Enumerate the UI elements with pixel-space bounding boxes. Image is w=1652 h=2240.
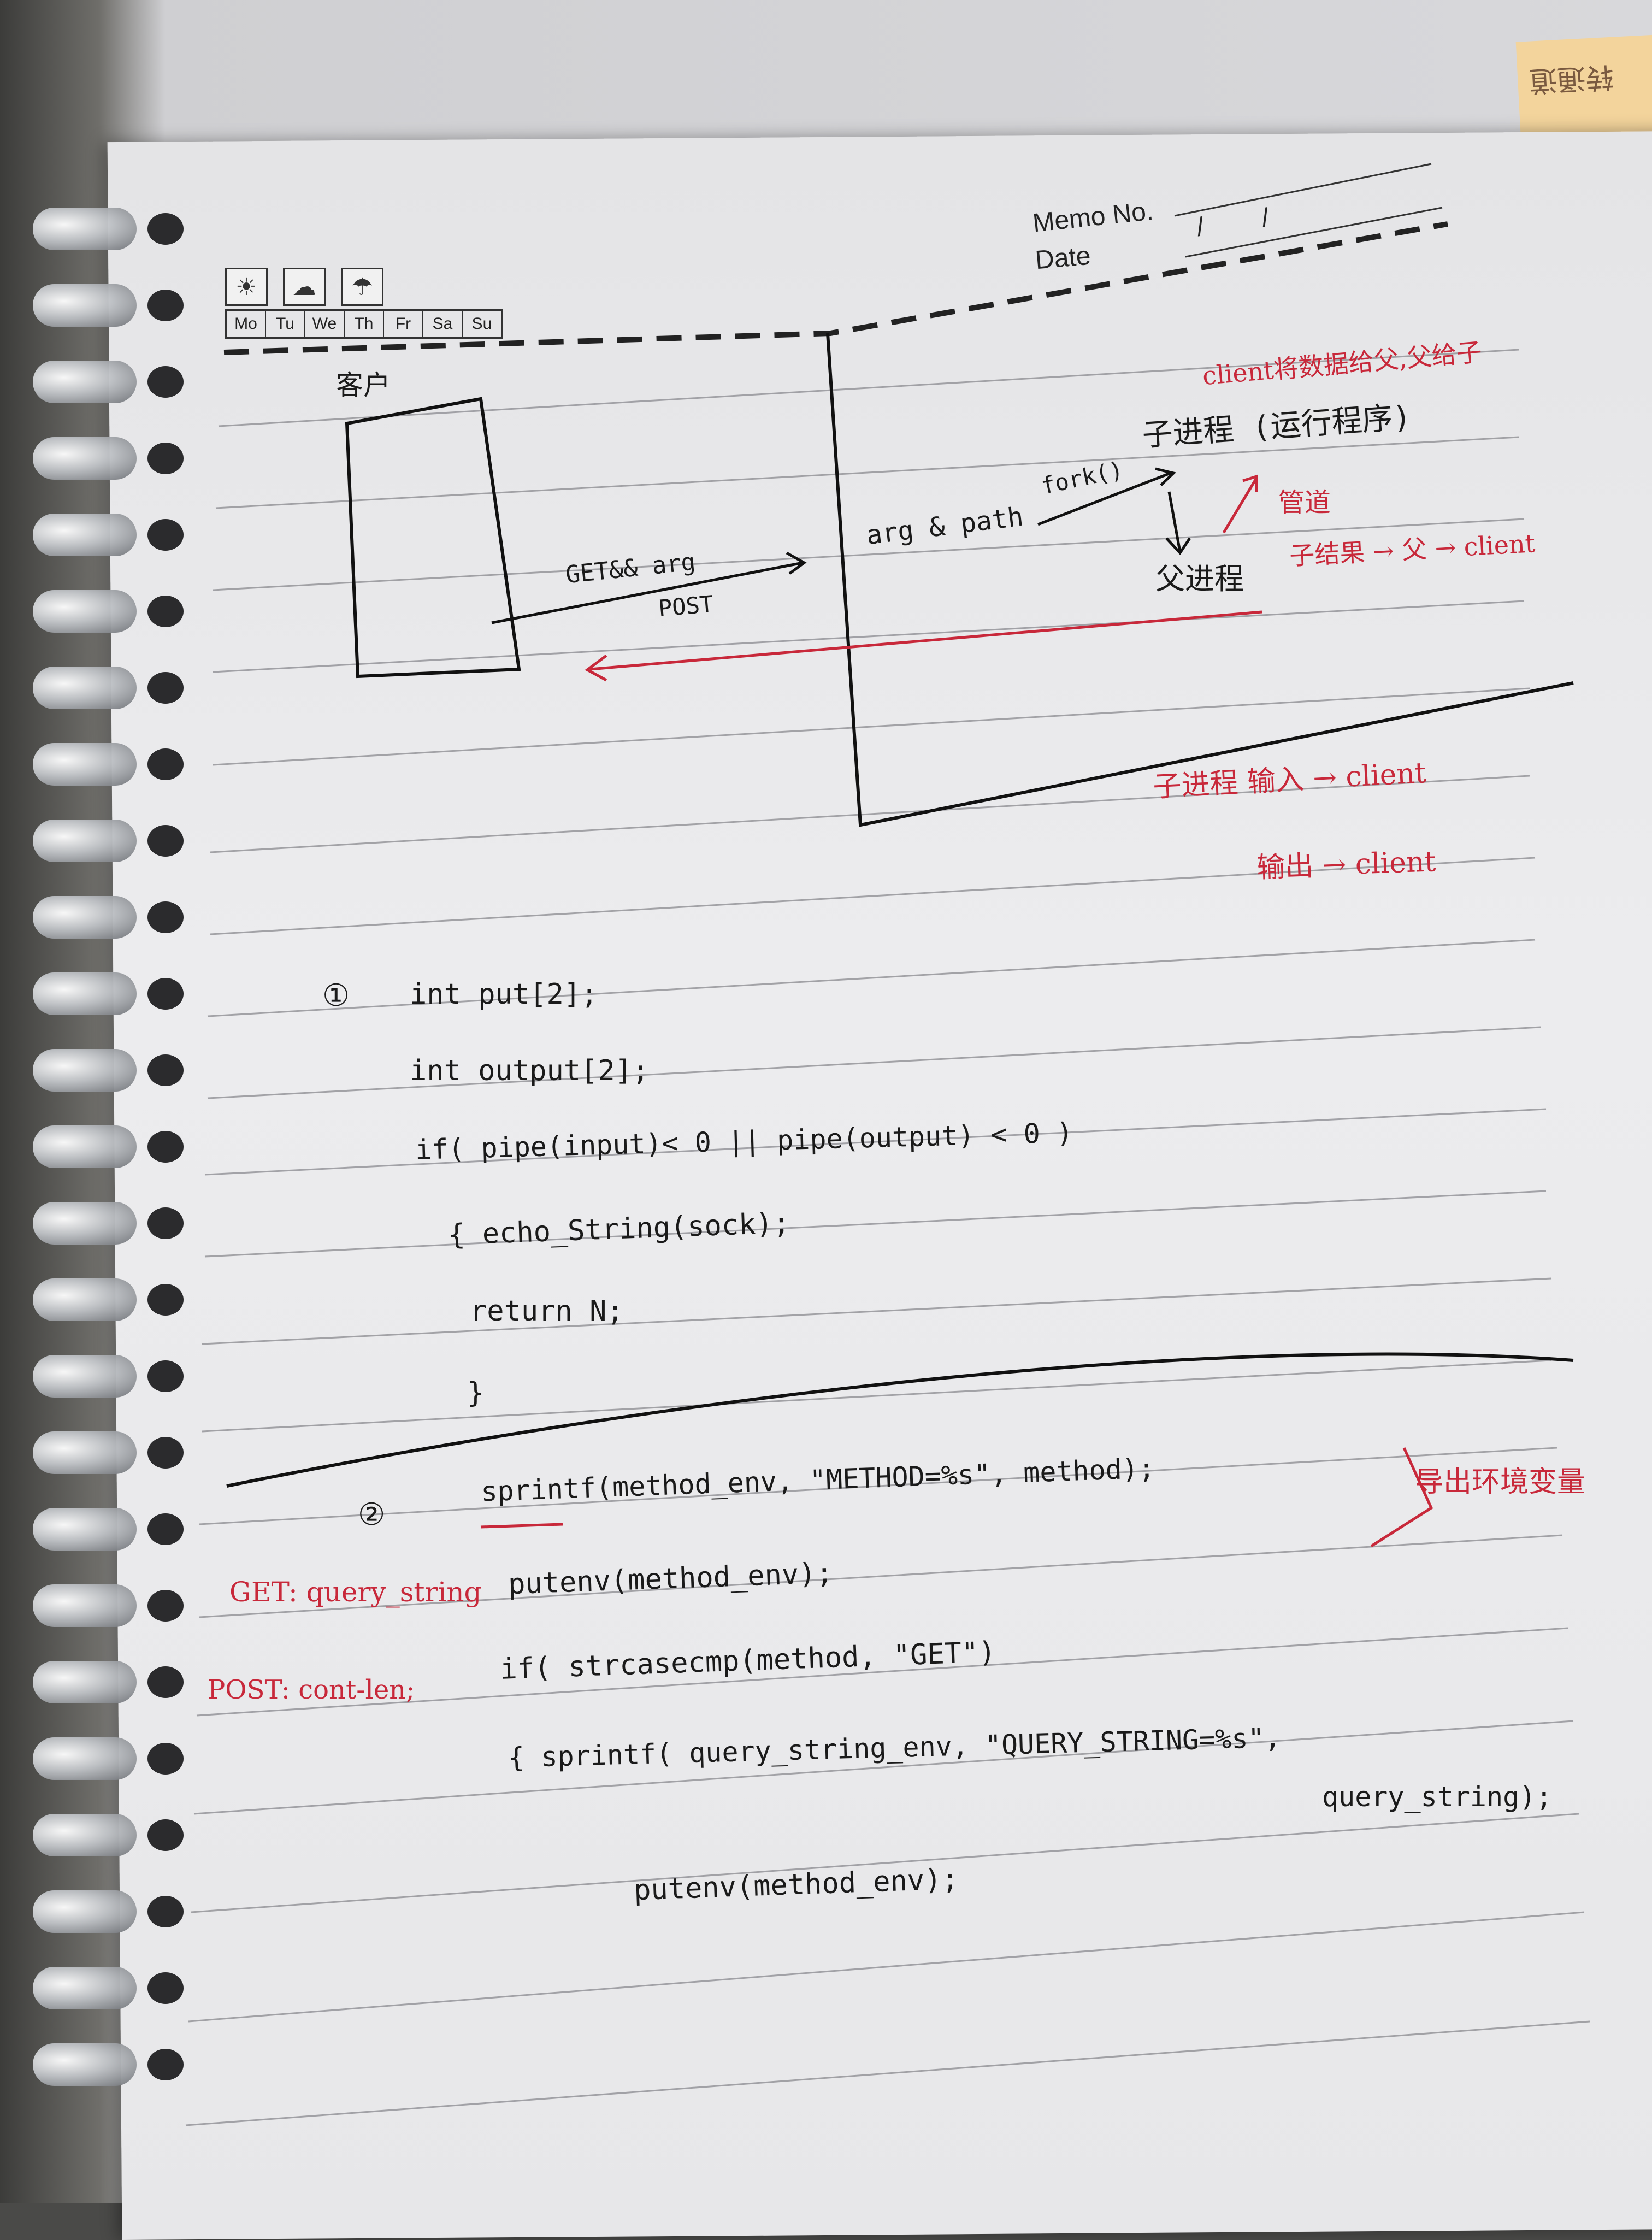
weekday-sa: Sa (423, 311, 463, 337)
section-2-number: ② (358, 1497, 386, 1532)
weekday-we: We (305, 311, 345, 337)
red-post-note: POST: cont-len; (208, 1675, 415, 1705)
weekday-tu: Tu (266, 311, 305, 337)
weekday-su: Su (471, 315, 492, 333)
weekday-fr: Fr (384, 311, 423, 337)
code-1-line-2: int output[2]; (410, 1054, 650, 1087)
weekday-th: Th (345, 311, 384, 337)
parent-process-label: 父进程 (1155, 562, 1244, 596)
cloud-icon: ☁ (283, 268, 326, 306)
date-label: Date (1034, 241, 1092, 275)
weekday-row: Mo Tu We Th Fr Sa Su (225, 309, 503, 339)
client-label: 客户 (336, 369, 391, 401)
code-1-line-5: return N; (470, 1295, 624, 1328)
red-pipe-note: 管道 (1278, 487, 1331, 518)
section-1-number: ① (322, 978, 350, 1013)
rain-cloud-icon: ☂ (341, 268, 384, 306)
red-get-note: GET: query_string (229, 1576, 482, 1608)
red-side-note: 导出环境变量 (1415, 1466, 1586, 1499)
red-note-output: 输出 → client (1256, 845, 1437, 885)
sun-icon: ☀ (225, 268, 268, 306)
weather-icons: ☀ ☁ ☂ (225, 268, 384, 306)
code-2-line-5: query_string); (1322, 1781, 1553, 1813)
code-1-line-6: } (467, 1377, 485, 1410)
post-label: POST (657, 590, 715, 622)
code-1-line-1: int put[2]; (410, 978, 598, 1011)
weekday-mo: Mo (227, 311, 266, 337)
